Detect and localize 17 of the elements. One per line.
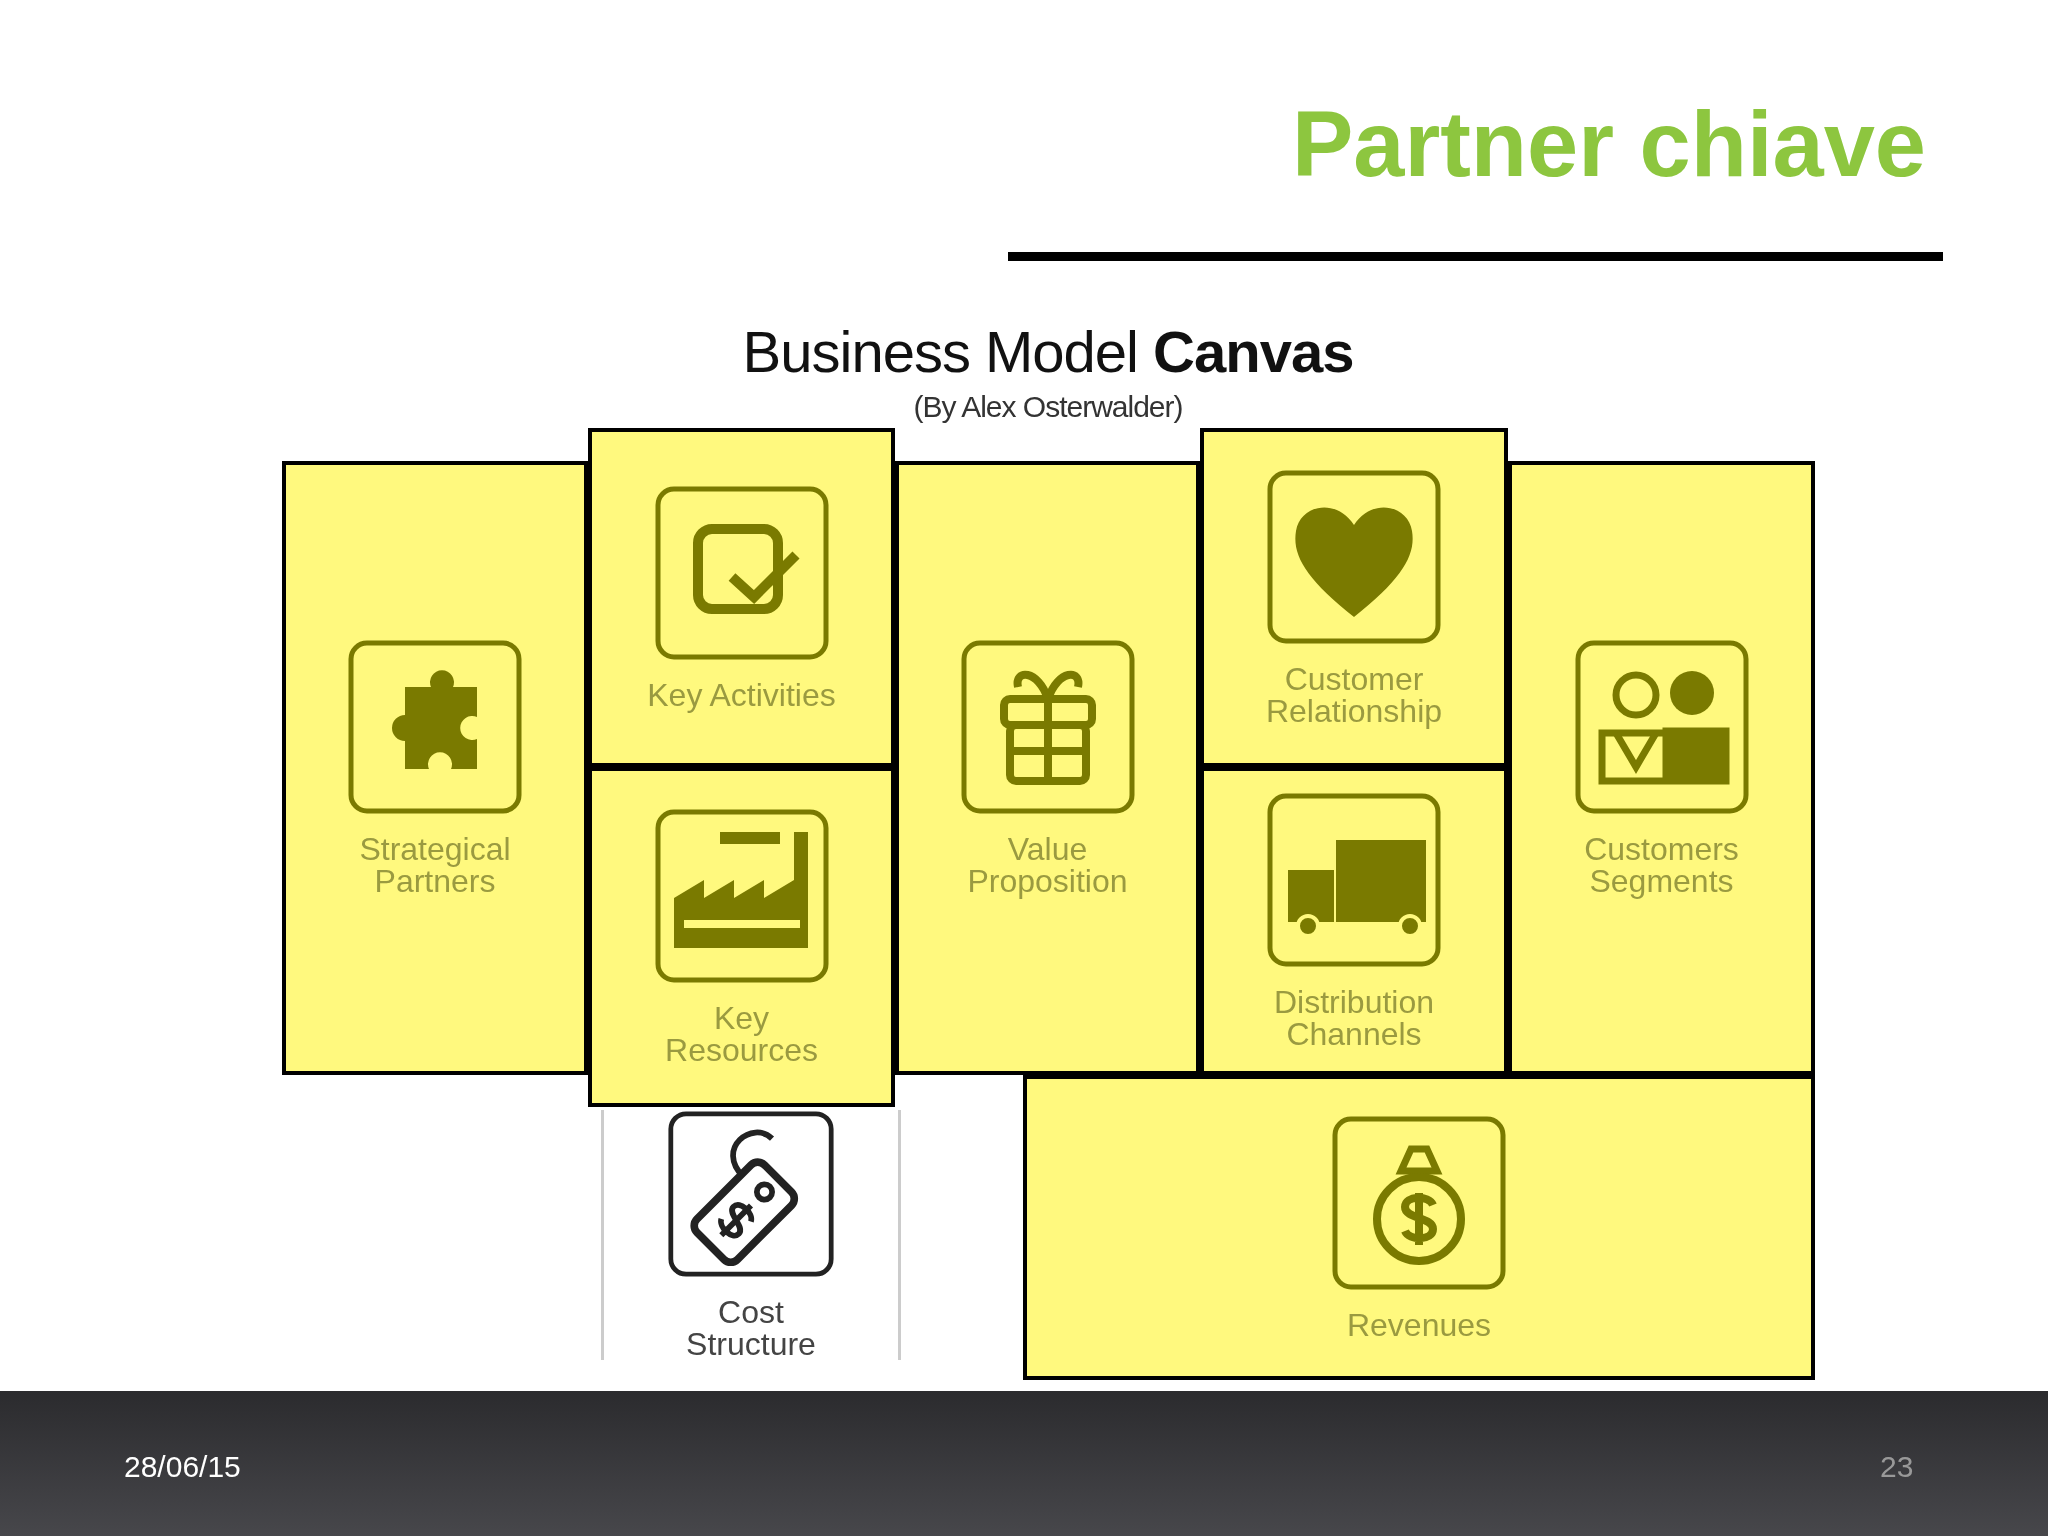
canvas-heading: Business Model Canvas	[741, 318, 1355, 385]
block-label: Customers Segments	[1583, 833, 1740, 897]
block-label: Key Activities	[646, 678, 837, 711]
block-label: Distribution Channels	[1272, 986, 1436, 1050]
block-label: Key Resources	[664, 1002, 819, 1066]
footer-date: 28/06/15	[124, 1450, 241, 1484]
block-label: Value Proposition	[966, 833, 1129, 897]
canvas-subtitle: (By Alex Osterwalder)	[912, 390, 1184, 424]
block-label: Strategical Partners	[358, 833, 512, 897]
canvas-block	[601, 1110, 901, 1360]
canvas-block	[1023, 1075, 1815, 1380]
block-label: Cost Structure	[685, 1296, 817, 1360]
slide-title: Partner chiave	[1291, 92, 1926, 197]
page-number: 23	[1880, 1450, 1914, 1484]
block-label: Customer Relationship	[1264, 662, 1444, 727]
block-label: Revenues	[1345, 1308, 1493, 1341]
canvas-block	[282, 461, 588, 1075]
